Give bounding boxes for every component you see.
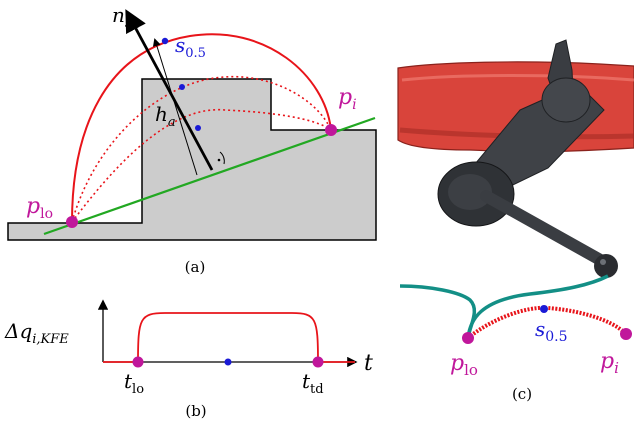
robot-body-highlight: [401, 74, 634, 82]
point-t-lo: [132, 356, 144, 368]
slope-line: [43, 116, 376, 236]
label-delta-q: Δqi,KFE: [4, 319, 69, 347]
foot-path-front: [466, 274, 609, 339]
label-t: t: [364, 351, 373, 376]
point-t-td: [312, 356, 324, 368]
kfe-offset-curve: [103, 312, 355, 363]
label-p-lo: plo: [26, 194, 53, 222]
panel-b: Δqi,KFE t tlo ttd (b): [4, 299, 373, 420]
label-p-lo-c: plo: [450, 351, 478, 379]
label-h-a: ha: [155, 102, 176, 130]
label-n-s: ns: [112, 3, 132, 31]
label-p-i: pi: [338, 85, 357, 113]
swing-trajectory: [71, 33, 332, 223]
label-p-i-c: pi: [600, 349, 619, 377]
right-angle-mark: [219, 151, 225, 165]
foot: [594, 254, 618, 278]
point-mid: [224, 358, 232, 366]
point-p-lo: [66, 216, 78, 228]
caption-c: (c): [512, 385, 532, 403]
caption-b: (b): [185, 402, 206, 420]
foot-path-rear: [399, 284, 477, 339]
midpoint-outer: [179, 84, 185, 90]
panel-c: s0.5 plo pi (c): [397, 39, 634, 403]
planned-swing-path: [466, 305, 628, 340]
lower-leg: [480, 190, 610, 268]
height-arrow: [152, 38, 198, 176]
midpoint-s05-c: [540, 305, 548, 313]
label-t-lo: tlo: [124, 369, 144, 397]
dotted-trajectory-inner: [71, 109, 332, 223]
midpoint-inner: [195, 125, 201, 131]
caption-a: (a): [185, 258, 206, 276]
right-angle-dot: [217, 158, 221, 162]
knee-cap: [448, 174, 492, 210]
point-p-i-c: [620, 328, 632, 340]
label-s-half: s0.5: [175, 33, 206, 61]
point-p-lo-c: [462, 332, 474, 344]
foot-highlight: [600, 259, 606, 265]
label-t-td: ttd: [302, 369, 324, 397]
label-s-half-c: s0.5: [535, 317, 568, 345]
hip-actuator: [541, 77, 591, 123]
midpoint-s05: [161, 37, 169, 45]
point-p-i: [325, 124, 337, 136]
panel-a: ns s0.5 ha pi plo (a): [7, 3, 377, 276]
normal-axis: [125, 9, 214, 171]
